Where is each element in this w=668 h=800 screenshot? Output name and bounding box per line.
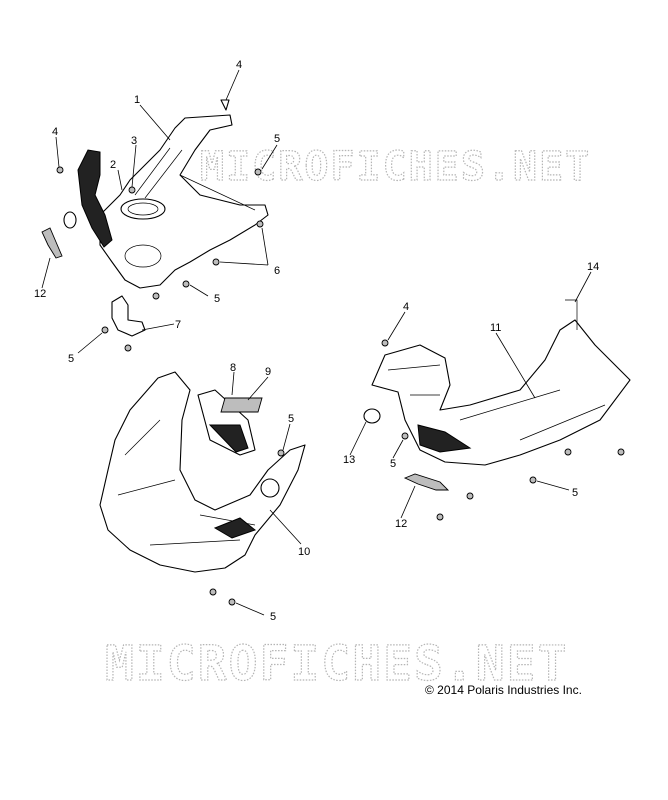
fastener-6 xyxy=(212,258,220,266)
callout-1: 1 xyxy=(134,94,140,106)
plug-13 xyxy=(363,408,381,424)
fastener-5 xyxy=(617,448,625,456)
belly-pan xyxy=(99,371,306,573)
callout-11: 11 xyxy=(490,322,501,334)
intake-port xyxy=(260,478,280,498)
heat-shield-8-inner xyxy=(208,424,249,453)
callout-5: 5 xyxy=(68,353,74,365)
callout-5: 5 xyxy=(572,487,578,499)
rod-14 xyxy=(565,299,578,330)
callout-14: 14 xyxy=(587,261,599,273)
callout-5: 5 xyxy=(270,611,276,623)
side-panel-assembly xyxy=(363,299,631,521)
watermark-bottom: MICROFICHES.NET xyxy=(105,636,568,692)
copyright-notice: © 2014 Polaris Industries Inc. xyxy=(425,683,582,697)
fastener-5 xyxy=(436,513,444,521)
callout-8: 8 xyxy=(230,362,236,374)
fasteners-upper xyxy=(56,166,264,352)
fastener-4 xyxy=(56,166,64,174)
fastener-4 xyxy=(381,339,389,347)
callout-7: 7 xyxy=(175,319,181,331)
left-side-bracket xyxy=(77,149,113,248)
callout-labels: 4 1 3 2 4 5 6 5 7 5 12 8 9 5 10 5 4 11 1… xyxy=(34,59,599,623)
fastener-5 xyxy=(182,280,190,288)
fastener-5 xyxy=(466,492,474,500)
fastener-6 xyxy=(256,220,264,228)
callout-2: 2 xyxy=(110,159,116,171)
hood-panel-assembly xyxy=(41,99,269,337)
round-port xyxy=(124,244,162,268)
callout-4: 4 xyxy=(236,59,242,71)
callout-5: 5 xyxy=(390,458,396,470)
callout-10: 10 xyxy=(298,546,310,558)
fastener-5 xyxy=(254,168,262,176)
fastener-5 xyxy=(152,292,160,300)
bracket-7 xyxy=(111,295,146,337)
side-panel xyxy=(371,319,631,466)
hood-fastener-top xyxy=(220,99,230,111)
fastener-5 xyxy=(101,326,109,334)
callout-5: 5 xyxy=(288,413,294,425)
belly-pan-assembly xyxy=(99,371,306,606)
callout-3: 3 xyxy=(131,135,137,147)
callout-13: 13 xyxy=(343,454,355,466)
callout-12: 12 xyxy=(395,518,407,530)
fastener-5 xyxy=(401,432,409,440)
hood-panel xyxy=(99,114,269,289)
fastener-5 xyxy=(564,448,572,456)
fastener-5 xyxy=(529,476,537,484)
fastener-5 xyxy=(124,344,132,352)
decal-9 xyxy=(220,397,263,413)
fastener-5 xyxy=(228,598,236,606)
side-panel-recess xyxy=(417,424,472,453)
fastener-5 xyxy=(277,449,285,457)
callout-4: 4 xyxy=(52,126,58,138)
strap-12-upper xyxy=(41,227,63,259)
funnel-opening xyxy=(120,198,166,220)
callout-6: 6 xyxy=(274,265,280,277)
watermark-top: MICROFICHES.NET xyxy=(200,144,591,190)
strap-12-lower xyxy=(403,473,450,491)
callout-5: 5 xyxy=(274,133,280,145)
callout-12: 12 xyxy=(34,288,46,300)
fastener-5 xyxy=(209,588,217,596)
fastener-3 xyxy=(128,186,136,194)
leader-lines xyxy=(41,69,592,616)
belly-pan-vent xyxy=(213,517,257,539)
callout-9: 9 xyxy=(265,366,271,378)
callout-5: 5 xyxy=(214,293,220,305)
callout-4: 4 xyxy=(403,301,409,313)
grommet-left xyxy=(63,211,77,229)
